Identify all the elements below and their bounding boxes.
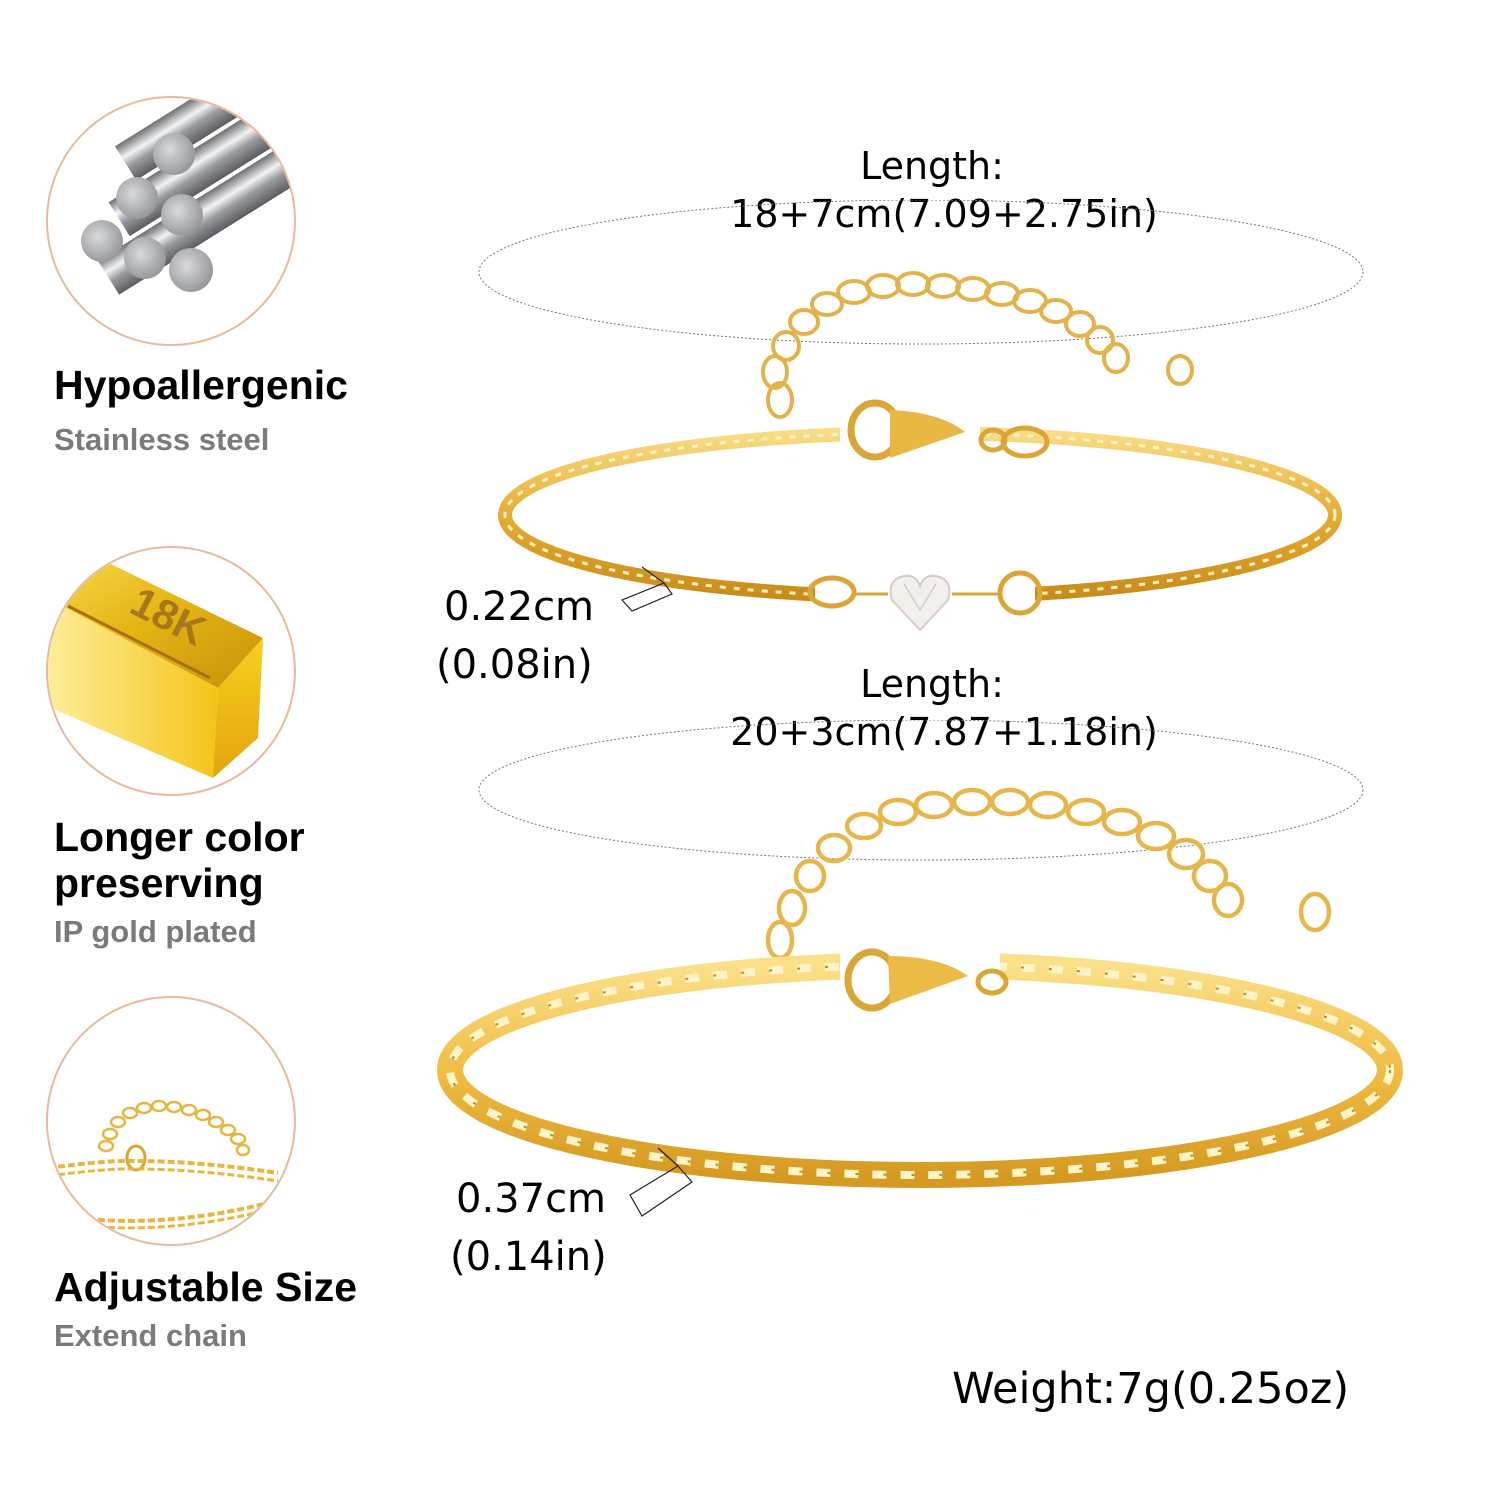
extender-chain-image bbox=[46, 996, 296, 1246]
bracelet-2-chain bbox=[437, 952, 1403, 1188]
bracelet-1-chain bbox=[498, 426, 1342, 604]
feature-title-adjustable-size: Adjustable Size bbox=[54, 1264, 358, 1310]
bracelet-1-measure-ellipse bbox=[478, 200, 1364, 345]
bracelet-1-width-in: (0.08in) bbox=[436, 642, 593, 688]
bracelet-2-illustration bbox=[437, 720, 1403, 1217]
bracelet-1-illustration bbox=[478, 200, 1364, 632]
gold-bar-icon: 18K bbox=[48, 548, 263, 778]
bracelet-1-lobster-clasp bbox=[840, 399, 1050, 461]
feature-subtitle-stainless-steel: Stainless steel bbox=[54, 422, 270, 457]
bracelet-2-lobster-clasp bbox=[840, 948, 1009, 1012]
bracelet-2-measure-ellipse bbox=[478, 720, 1364, 861]
bracelet-2-width-in: (0.14in) bbox=[450, 1234, 607, 1280]
feature-title-longer-color-line1: Longer color bbox=[54, 814, 305, 860]
bracelet-2-length-value: 20+3cm(7.87+1.18in) bbox=[730, 710, 1158, 754]
weight-label: Weight:7g(0.25oz) bbox=[952, 1364, 1350, 1414]
bracelet-1-length-value: 18+7cm(7.09+2.75in) bbox=[730, 192, 1158, 236]
bracelet-2-width-cm: 0.37cm bbox=[456, 1176, 607, 1222]
feature-title-hypoallergenic: Hypoallergenic bbox=[54, 362, 348, 408]
bracelet-1-length-label: Length: bbox=[860, 144, 1004, 188]
bracelet-2-length-label: Length: bbox=[860, 662, 1004, 706]
feature-subtitle-extend-chain: Extend chain bbox=[54, 1318, 247, 1353]
bracelet-1-heart-charm bbox=[807, 570, 1043, 632]
bracelet-1-width-indicator bbox=[620, 566, 673, 612]
feature-title-longer-color-line2: preserving bbox=[54, 860, 264, 906]
bracelet-1-width-cm: 0.22cm bbox=[444, 584, 595, 630]
bracelet-1-extender-chain bbox=[761, 271, 1194, 419]
extender-chain-icon bbox=[48, 1099, 279, 1230]
steel-rods-icon bbox=[81, 98, 294, 295]
gold-bar-image: 18K bbox=[46, 546, 296, 796]
bracelet-2-width-indicator bbox=[629, 1147, 693, 1217]
bracelet-2-extender-chain bbox=[765, 787, 1332, 961]
feature-subtitle-ip-gold-plated: IP gold plated bbox=[54, 914, 257, 949]
steel-rods-image bbox=[46, 96, 296, 346]
